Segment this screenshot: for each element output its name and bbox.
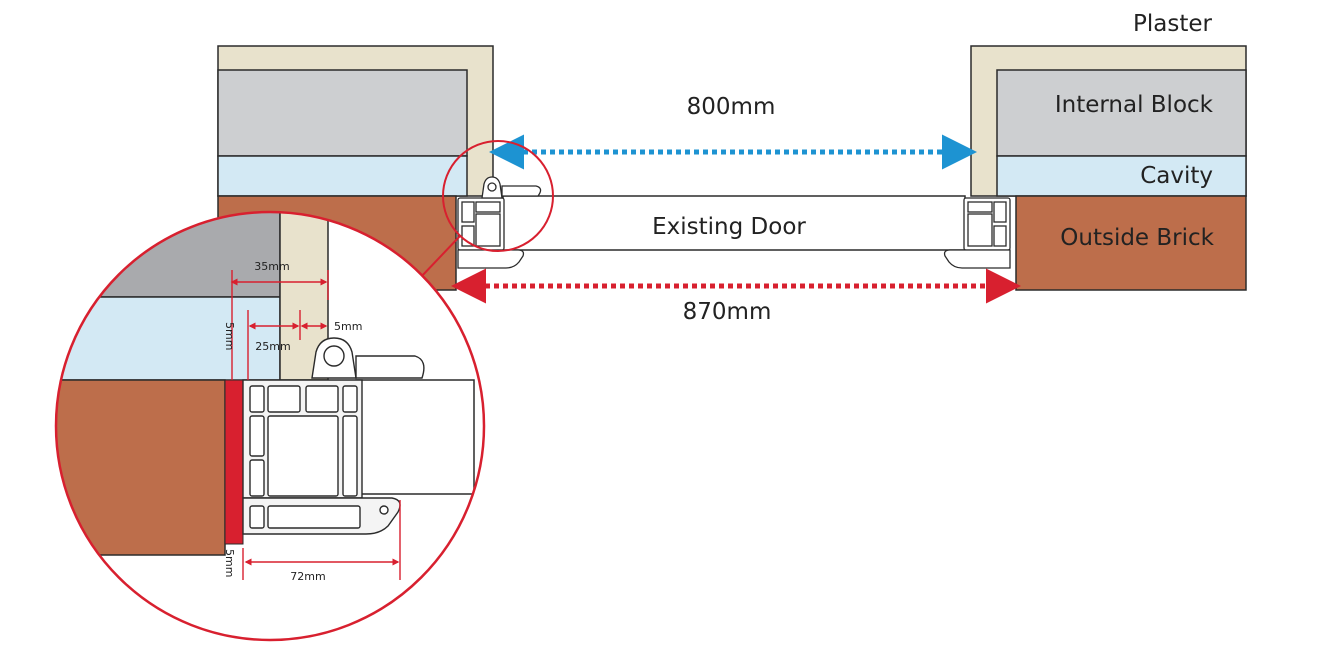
zoom-cavity — [56, 296, 281, 381]
dim-25mm-label: 25mm — [255, 340, 290, 353]
detail-marker-circle — [442, 140, 554, 252]
zoom-frame-profile — [242, 379, 401, 535]
right-internal-block — [996, 69, 1247, 157]
existing-door-label: Existing Door — [652, 214, 806, 240]
right-wall — [970, 45, 1247, 291]
left-cavity — [217, 155, 468, 197]
zoom-detail — [54, 210, 486, 642]
internal-block-label: Internal Block — [1055, 92, 1214, 118]
opening-width-label: 800mm — [687, 94, 776, 120]
cavity-label: Cavity — [1140, 163, 1213, 189]
dim-35mm-label: 35mm — [254, 260, 289, 273]
zoom-outline — [54, 210, 486, 642]
zoom-packer — [224, 379, 244, 545]
zoom-hinge — [311, 337, 425, 379]
outside-brick-label: Outside Brick — [1060, 225, 1214, 251]
right-door-frame — [943, 197, 1011, 269]
plaster-label: Plaster — [1133, 11, 1213, 37]
dim-72mm-label: 72mm — [290, 570, 325, 583]
detail-connector — [419, 235, 461, 279]
dim-5mm-top-label: 5mm — [223, 322, 236, 350]
dim-5mm-bottom-label: 5mm — [223, 549, 236, 577]
dim-5mm-plaster-label: 5mm — [334, 320, 362, 333]
zoom-outside-brick — [56, 379, 226, 556]
zoom-dimensions — [230, 270, 401, 580]
left-door-frame — [457, 176, 542, 269]
right-outside-brick — [1015, 195, 1247, 291]
brick-width-label: 870mm — [683, 299, 772, 325]
zoom-door-leaf — [355, 379, 475, 495]
left-internal-block — [217, 69, 468, 157]
